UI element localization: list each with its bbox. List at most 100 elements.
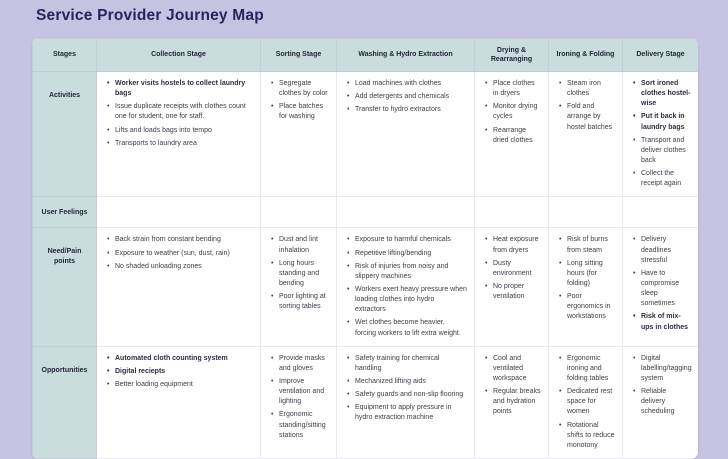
cell-need-pain-points-washing-hydro-extraction: Exposure to harmful chemicalsRepetitive … xyxy=(336,227,475,347)
page-title: Service Provider Journey Map xyxy=(36,7,264,24)
bullet-item: Regular breaks and hydration points xyxy=(485,387,541,417)
bullet-item: Long sitting hours (for folding) xyxy=(559,259,615,289)
bullet-item: Ergonomic ironing and folding tables xyxy=(559,354,615,384)
bullet-item: Put it back in laundry bags xyxy=(633,112,691,132)
cell-activities-delivery-stage: Sort ironed clothes hostel-wisePut it ba… xyxy=(622,70,698,198)
cell-activities-collection-stage: Worker visits hostels to collect laundry… xyxy=(96,70,261,198)
bullet-item: Poor ergonomics in workstations xyxy=(559,292,615,322)
bullet-item: Sort ironed clothes hostel-wise xyxy=(633,79,691,109)
row-label-user-feelings: User Feelings xyxy=(32,196,97,229)
bullet-list: Worker visits hostels to collect laundry… xyxy=(107,79,253,149)
bullet-item: Dust and lint inhalation xyxy=(271,235,329,255)
bullet-item: Issue duplicate receipts with clothes co… xyxy=(107,102,253,122)
bullet-item: Back strain from constant bending xyxy=(107,235,253,245)
bullet-list: Exposure to harmful chemicalsRepetitive … xyxy=(347,235,467,338)
cell-user-feelings-washing-hydro-extraction xyxy=(336,196,475,229)
bullet-list: Steam iron clothesFold and arrange by ho… xyxy=(559,79,615,133)
bullet-list: Automated cloth counting systemDigital r… xyxy=(107,354,253,391)
cell-need-pain-points-collection-stage: Back strain from constant bendingExposur… xyxy=(96,227,261,347)
row-user-feelings: User Feelings xyxy=(32,196,698,229)
bullet-item: Heat exposure from dryers xyxy=(485,235,541,255)
bullet-item: Risk of mix-ups in clothes xyxy=(633,312,691,332)
cell-need-pain-points-delivery-stage: Delivery deadlines stressfulHave to comp… xyxy=(622,227,698,347)
bullet-item: Safety training for chemical handling xyxy=(347,354,467,374)
bullet-list: Heat exposure from dryersDusty environme… xyxy=(485,235,541,302)
bullet-list: Dust and lint inhalationLong hours stand… xyxy=(271,235,329,312)
bullet-item: Dedicated rest space for women xyxy=(559,387,615,417)
bullet-item: Rearrange dried clothes xyxy=(485,126,541,146)
table-body: Activities Worker visits hostels to colle… xyxy=(32,70,698,459)
cell-need-pain-points-ironing-folding: Risk of burns from steamLong sitting hou… xyxy=(548,227,623,347)
bullet-item: Provide masks and gloves xyxy=(271,354,329,374)
bullet-item: Reliable delivery scheduling xyxy=(633,387,691,417)
bullet-item: Monitor drying cycles xyxy=(485,102,541,122)
cell-activities-washing-hydro-extraction: Load machines with clothesAdd detergents… xyxy=(336,70,475,198)
bullet-item: Lifts and loads bags into tempo xyxy=(107,126,253,136)
bullet-item: Risk of burns from steam xyxy=(559,235,615,255)
bullet-item: Rotational shifts to reduce monotony xyxy=(559,421,615,451)
cell-opportunities-sorting-stage: Provide masks and glovesImprove ventilat… xyxy=(260,345,337,459)
column-header-delivery-stage: Delivery Stage xyxy=(622,38,698,72)
row-activities: Activities Worker visits hostels to colle… xyxy=(32,70,698,198)
column-header-washing-hydro-extraction: Washing & Hydro Extraction xyxy=(336,38,475,72)
bullet-item: Load machines with clothes xyxy=(347,79,467,89)
cell-opportunities-drying-rearranging: Cool and ventilated workspaceRegular bre… xyxy=(474,345,549,459)
bullet-item: Workers exert heavy pressure when loadin… xyxy=(347,285,467,315)
bullet-item: Exposure to weather (sun, dust, rain) xyxy=(107,249,253,259)
bullet-list: Place clothes in dryersMonitor drying cy… xyxy=(485,79,541,146)
bullet-list: Sort ironed clothes hostel-wisePut it ba… xyxy=(633,79,691,189)
bullet-item: No shaded unloading zones xyxy=(107,262,253,272)
cell-need-pain-points-drying-rearranging: Heat exposure from dryersDusty environme… xyxy=(474,227,549,347)
bullet-item: Long hours standing and bending xyxy=(271,259,329,289)
bullet-item: Cool and ventilated workspace xyxy=(485,354,541,384)
bullet-item: Equipment to apply pressure in hydro ext… xyxy=(347,403,467,423)
cell-opportunities-ironing-folding: Ergonomic ironing and folding tablesDedi… xyxy=(548,345,623,459)
bullet-item: Improve ventilation and lighting xyxy=(271,377,329,407)
bullet-item: Mechanized lifting aids xyxy=(347,377,467,387)
cell-opportunities-washing-hydro-extraction: Safety training for chemical handlingMec… xyxy=(336,345,475,459)
row-label-activities: Activities xyxy=(32,70,97,198)
column-header-ironing-folding: Ironing & Folding xyxy=(548,38,623,72)
bullet-item: Fold and arrange by hostel batches xyxy=(559,102,615,132)
bullet-item: Dusty environment xyxy=(485,259,541,279)
bullet-item: Wet clothes become heavier, forcing work… xyxy=(347,318,467,338)
bullet-item: Delivery deadlines stressful xyxy=(633,235,691,265)
bullet-list: Segregate clothes by colorPlace batches … xyxy=(271,79,329,123)
bullet-item: Poor lighting at sorting tables xyxy=(271,292,329,312)
bullet-item: Steam iron clothes xyxy=(559,79,615,99)
cell-activities-drying-rearranging: Place clothes in dryersMonitor drying cy… xyxy=(474,70,549,198)
bullet-item: Transfer to hydro extractors xyxy=(347,105,467,115)
column-header-collection-stage: Collection Stage xyxy=(96,38,261,72)
bullet-item: Worker visits hostels to collect laundry… xyxy=(107,79,253,99)
column-header-sorting-stage: Sorting Stage xyxy=(260,38,337,72)
bullet-list: Digital labelling/tagging systemReliable… xyxy=(633,354,692,418)
bullet-list: Safety training for chemical handlingMec… xyxy=(347,354,467,424)
column-header-stages: Stages xyxy=(32,38,97,72)
bullet-item: Add detergents and chemicals xyxy=(347,92,467,102)
bullet-item: No proper ventilation xyxy=(485,282,541,302)
cell-opportunities-delivery-stage: Digital labelling/tagging systemReliable… xyxy=(622,345,698,459)
bullet-list: Load machines with clothesAdd detergents… xyxy=(347,79,467,116)
bullet-list: Cool and ventilated workspaceRegular bre… xyxy=(485,354,541,418)
bullet-item: Have to compromise sleep sometimes xyxy=(633,269,691,310)
bullet-item: Digital reciepts xyxy=(107,367,253,377)
cell-user-feelings-drying-rearranging xyxy=(474,196,549,229)
cell-user-feelings-sorting-stage xyxy=(260,196,337,229)
bullet-item: Collect the receipt again xyxy=(633,169,691,189)
cell-activities-ironing-folding: Steam iron clothesFold and arrange by ho… xyxy=(548,70,623,198)
bullet-item: Ergonomic standing/sitting stations xyxy=(271,410,329,440)
row-label-opportunities: Opportunities xyxy=(32,345,97,459)
bullet-item: Exposure to harmful chemicals xyxy=(347,235,467,245)
bullet-list: Risk of burns from steamLong sitting hou… xyxy=(559,235,615,322)
bullet-item: Place batches for washing xyxy=(271,102,329,122)
bullet-item: Digital labelling/tagging system xyxy=(633,354,692,384)
cell-user-feelings-collection-stage xyxy=(96,196,261,229)
cell-need-pain-points-sorting-stage: Dust and lint inhalationLong hours stand… xyxy=(260,227,337,347)
bullet-item: Risk of injuries from noisy and slippery… xyxy=(347,262,467,282)
bullet-item: Automated cloth counting system xyxy=(107,354,253,364)
